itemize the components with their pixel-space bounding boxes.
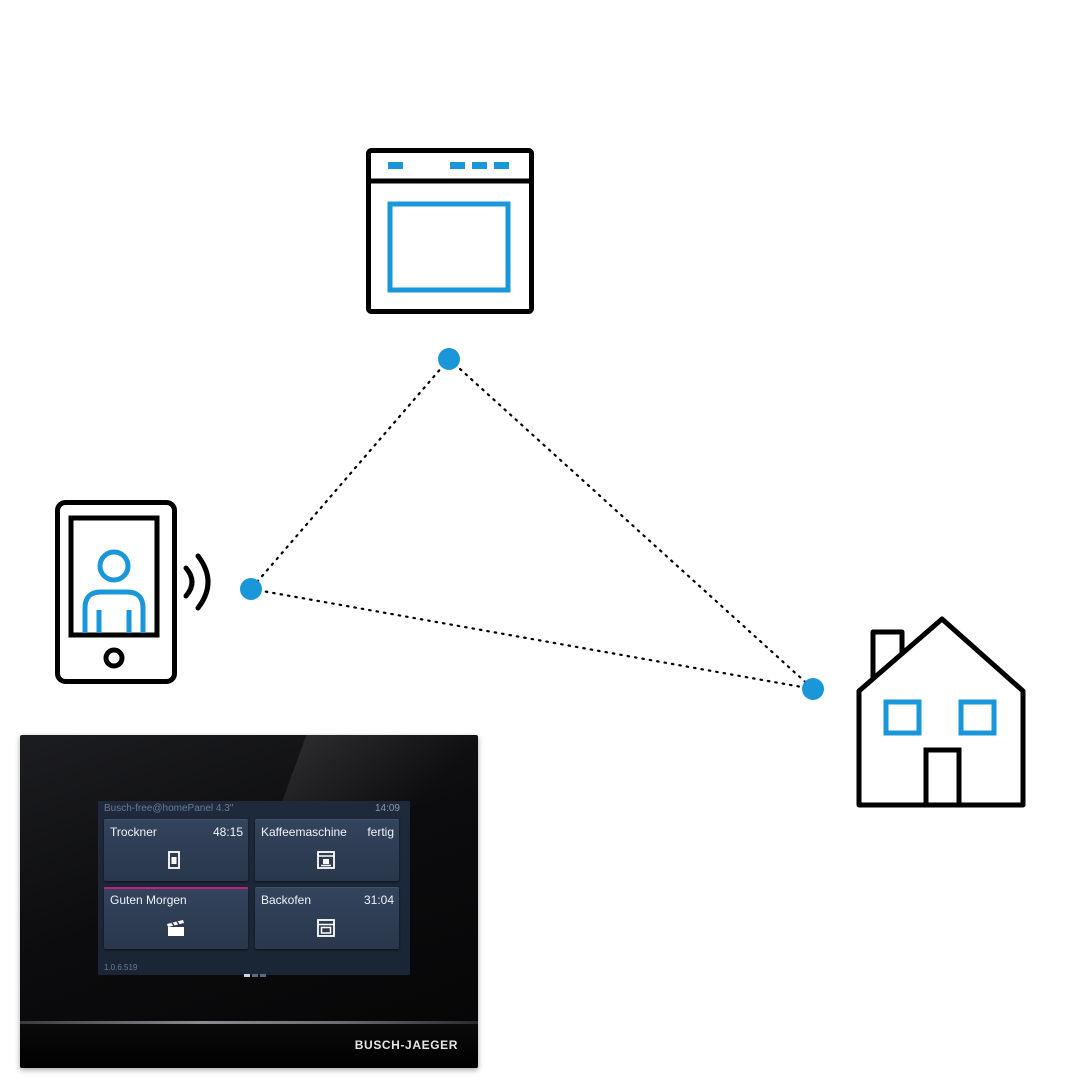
bezel-divider [20, 1021, 478, 1024]
smartphone-user-icon [55, 500, 177, 684]
active-indicator [104, 887, 248, 889]
tile-guten-morgen[interactable]: Guten Morgen [104, 887, 248, 949]
panel-screen: Busch-free@homePanel 4.3" 14:09 Trockner… [98, 801, 410, 977]
panel-clock: 14:09 [374, 803, 400, 814]
page-indicator[interactable] [244, 964, 268, 982]
tile-backofen[interactable]: Backofen 31:04 [255, 887, 399, 949]
node-browser [438, 348, 460, 370]
page-dot[interactable] [260, 974, 266, 977]
tile-label: Kaffeemaschine [261, 825, 347, 839]
panel-title: Busch-free@homePanel 4.3" [104, 803, 234, 814]
tile-status: 48:15 [212, 825, 243, 839]
tile-trockner[interactable]: Trockner 48:15 [104, 819, 248, 881]
house-icon [856, 616, 1026, 808]
tile-status: fertig [367, 825, 394, 839]
brand-logo: BUSCH-JAEGER [354, 1038, 458, 1052]
tile-label: Trockner [110, 825, 157, 839]
oven-icon [317, 919, 335, 937]
tile-kaffeemaschine[interactable]: Kaffeemaschine fertig [255, 819, 399, 881]
tile-label: Guten Morgen [110, 893, 187, 907]
node-phone [240, 578, 262, 600]
link-phone-house [249, 587, 815, 691]
link-browser-house [447, 357, 815, 691]
connection-lines [249, 357, 815, 691]
firmware-version: 1.0.6.519 [104, 963, 138, 972]
browser-window-icon [366, 148, 534, 314]
tile-status: 31:04 [363, 893, 394, 907]
page-dot[interactable] [252, 974, 258, 977]
node-house [802, 678, 824, 700]
dryer-icon [168, 851, 180, 869]
tile-label: Backofen [261, 893, 312, 907]
device-base [20, 1024, 478, 1068]
touch-panel-device: Busch-free@homePanel 4.3" 14:09 Trockner… [20, 735, 478, 1068]
scene-clapper-icon [167, 920, 184, 936]
wireless-signal-icon [183, 553, 211, 611]
page-dot[interactable] [244, 974, 250, 977]
coffee-machine-icon [317, 851, 335, 869]
link-browser-phone [249, 357, 451, 591]
